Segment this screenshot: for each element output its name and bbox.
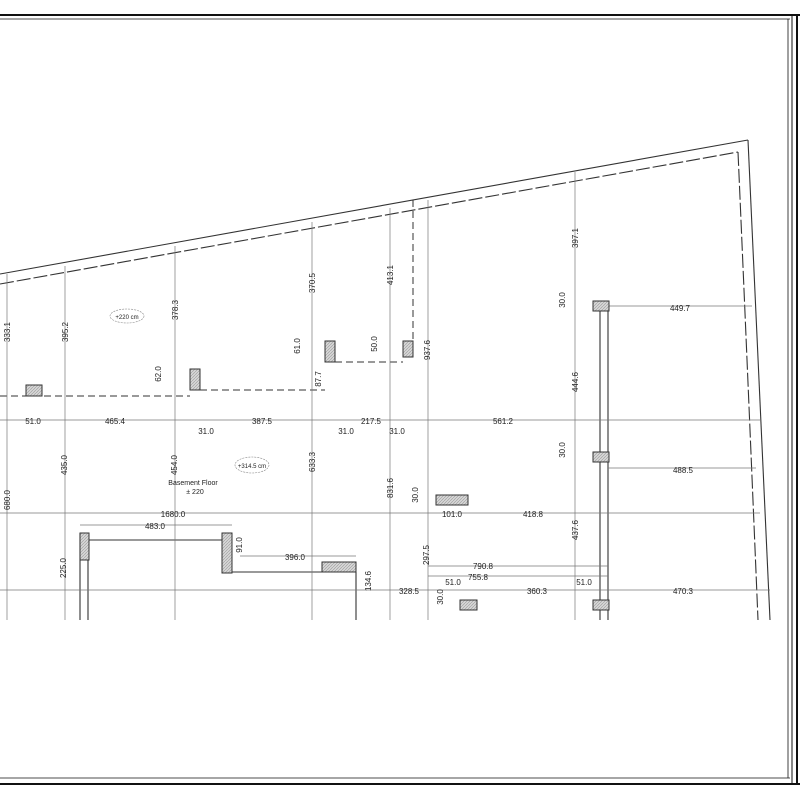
column: [189, 368, 201, 391]
column: [221, 532, 233, 574]
dimension-label: 370.5: [308, 272, 317, 293]
dimension-label: 62.0: [154, 366, 163, 382]
dimension-labels-horizontal: 449.7 51.0 465.4 31.0 387.5 31.0 217.5 3…: [25, 304, 693, 596]
dimension-label: 435.0: [60, 454, 69, 475]
dimension-label: 134.6: [364, 570, 373, 591]
level-marker: +314.5 cm: [238, 464, 266, 470]
dimension-label: 30.0: [558, 442, 567, 458]
dimension-label: 31.0: [198, 427, 214, 436]
dimension-label: 225.0: [59, 557, 68, 578]
outer-walls: [0, 139, 771, 621]
level-markers: +220 cm +314.5 cm: [109, 308, 270, 474]
column: [321, 561, 357, 573]
column: [402, 340, 414, 358]
room-label: Basement Floor: [168, 480, 218, 487]
column: [459, 599, 478, 611]
dimension-label: 831.6: [386, 477, 395, 498]
sheet-frame: [0, 14, 800, 785]
dimension-label: 31.0: [338, 427, 354, 436]
dimension-label: 790.8: [473, 562, 494, 571]
dimension-label: 488.5: [673, 466, 694, 475]
dimension-label: 101.0: [442, 510, 463, 519]
dimension-labels-vertical: 333.1 395.2 378.3 370.5 413.1 397.1 30.0…: [3, 227, 580, 604]
dimension-label: 437.6: [571, 519, 580, 540]
column: [25, 384, 43, 397]
dimension-label: 217.5: [361, 417, 382, 426]
dimension-label: 51.0: [576, 578, 592, 587]
dimension-label: 333.1: [3, 321, 12, 342]
column: [592, 451, 610, 463]
dimension-label: 755.8: [468, 573, 489, 582]
dimension-label: 31.0: [389, 427, 405, 436]
column: [592, 300, 610, 312]
column: [324, 340, 336, 363]
dimension-label: 418.8: [523, 510, 544, 519]
dimension-label: 561.2: [493, 417, 514, 426]
room-level: ± 220: [186, 489, 204, 496]
column: [592, 599, 610, 611]
dimension-label: 413.1: [386, 264, 395, 285]
dimension-label: 297.5: [422, 544, 431, 565]
dimension-lines: [0, 172, 770, 620]
dimension-label: 87.7: [314, 371, 323, 387]
dimension-label: 360.3: [527, 587, 548, 596]
dimension-label: 91.0: [235, 537, 244, 553]
dimension-label: 449.7: [670, 304, 691, 313]
interior-walls: [0, 200, 609, 620]
dimension-label: 483.0: [145, 522, 166, 531]
dimension-label: 61.0: [293, 338, 302, 354]
dimension-label: 444.6: [571, 371, 580, 392]
dimension-label: 395.2: [61, 321, 70, 342]
dimension-label: 387.5: [252, 417, 273, 426]
dimension-label: 50.0: [370, 336, 379, 352]
dimension-label: 465.4: [105, 417, 126, 426]
dimension-label: 454.0: [170, 454, 179, 475]
dimension-label: 396.0: [285, 553, 306, 562]
dimension-label: 937.6: [423, 339, 432, 360]
dimension-label: 328.5: [399, 587, 420, 596]
columns: [25, 300, 610, 611]
level-marker: +220 cm: [115, 315, 138, 321]
dimension-label: 680.0: [3, 489, 12, 510]
dimension-label: 30.0: [411, 487, 420, 503]
dimension-label: 633.3: [308, 451, 317, 472]
column: [435, 494, 469, 506]
dimension-label: 51.0: [25, 417, 41, 426]
column: [79, 532, 90, 561]
dimension-label: 397.1: [571, 227, 580, 248]
dimension-label: 30.0: [558, 292, 567, 308]
dimension-label: 378.3: [171, 299, 180, 320]
dimension-label: 1680.0: [161, 510, 186, 519]
dimension-label: 30.0: [436, 589, 445, 605]
dimension-label: 470.3: [673, 587, 694, 596]
dimension-label: 51.0: [445, 578, 461, 587]
